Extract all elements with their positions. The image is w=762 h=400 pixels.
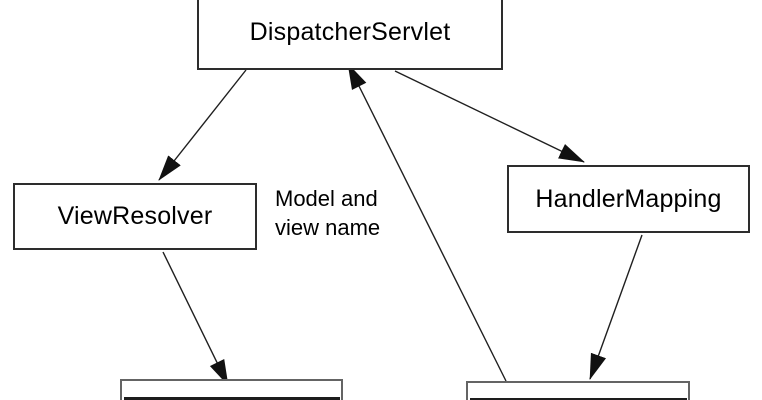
- node-handler-mapping: HandlerMapping: [507, 165, 750, 233]
- node-bottom-left-box: [120, 379, 343, 400]
- arrow-handlermapping-to-bottomright: [589, 234, 643, 380]
- node-dispatcher-servlet-label: DispatcherServlet: [249, 18, 451, 46]
- cutoff-content-band-left: [124, 397, 340, 400]
- edge-label-line2: view name: [275, 215, 381, 240]
- node-dispatcher-servlet: DispatcherServlet: [197, 0, 503, 70]
- edge-label-model-and-view-name: Model and view name: [275, 184, 380, 242]
- arrow-dispatcher-to-viewresolver: [158, 69, 247, 181]
- cutoff-content-band-right: [470, 398, 687, 400]
- arrow-viewresolver-to-bottomleft: [162, 251, 229, 386]
- arrow-dispatcher-to-handlermapping: [394, 70, 585, 163]
- edge-label-line1: Model and: [275, 186, 378, 211]
- node-view-resolver: ViewResolver: [13, 183, 257, 250]
- node-handler-mapping-label: HandlerMapping: [535, 184, 722, 213]
- node-bottom-right-box: [466, 381, 690, 400]
- node-view-resolver-label: ViewResolver: [57, 202, 213, 230]
